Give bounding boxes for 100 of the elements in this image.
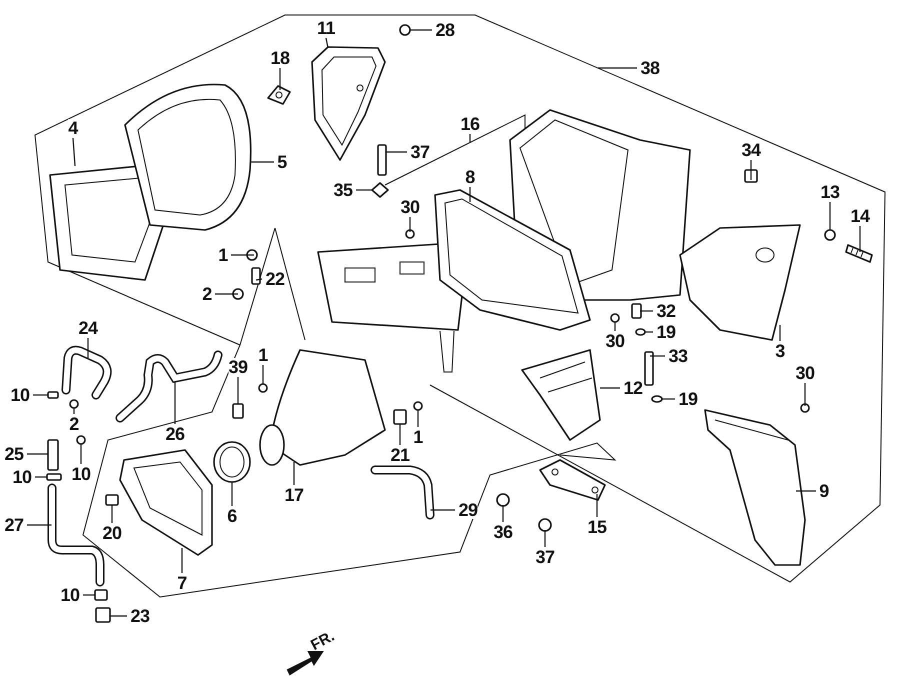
leader-line: [600, 387, 620, 389]
callout-number: 36: [493, 523, 513, 541]
callout-number: 27: [4, 516, 24, 534]
leader-line: [279, 68, 281, 90]
callout-number: 34: [741, 141, 761, 159]
callout-number: 12: [623, 379, 643, 397]
callout-number: 30: [605, 332, 625, 350]
callout-number: 30: [400, 198, 420, 216]
part-drawing: [46, 473, 62, 481]
callout-number: 1: [218, 246, 228, 264]
callout-number: 22: [265, 270, 285, 288]
part-drawing: [258, 383, 268, 393]
leader-line: [410, 29, 432, 31]
part-drawing: [95, 607, 111, 623]
callout-number: 10: [71, 465, 91, 483]
part-drawing: [47, 391, 59, 399]
part-drawing: [651, 395, 663, 403]
part-drawing: [232, 403, 244, 419]
part-drawing: [845, 244, 873, 263]
callout-number: 11: [316, 19, 336, 37]
part-drawing: [434, 189, 591, 331]
leader-line: [325, 38, 329, 48]
leader-line: [256, 278, 262, 281]
callout-number: 37: [410, 143, 430, 161]
leader-line: [237, 377, 239, 404]
leader-line: [614, 322, 616, 331]
part-drawing: [47, 439, 59, 471]
callout-number: 4: [68, 119, 78, 137]
callout-number: 10: [10, 386, 30, 404]
part-drawing: [744, 169, 758, 183]
part-drawing: [267, 85, 291, 105]
callout-number: 6: [227, 507, 237, 525]
callout-number: 18: [270, 49, 290, 67]
part-drawing: [521, 349, 601, 441]
part-drawing: [48, 484, 104, 586]
callout-number: 20: [102, 524, 122, 542]
callout-number: 13: [820, 183, 840, 201]
leader-line: [111, 505, 113, 523]
part-drawing: [704, 409, 806, 566]
callout-number: 14: [850, 207, 870, 225]
callout-number: 2: [69, 415, 79, 433]
leader-line: [399, 424, 401, 445]
part-drawing: [105, 494, 119, 506]
part-drawing: [124, 84, 252, 231]
leader-line: [33, 394, 48, 396]
leader-line: [72, 138, 76, 166]
leader-line: [859, 226, 861, 252]
part-drawing: [824, 229, 836, 241]
callout-number: 5: [277, 153, 287, 171]
leader-line: [804, 383, 806, 406]
leader-line: [598, 67, 637, 69]
part-drawing: [94, 589, 108, 601]
part-drawing: [413, 401, 423, 411]
callout-number: 19: [656, 323, 676, 341]
leader-line: [430, 509, 455, 511]
leader-line: [231, 482, 233, 506]
leader-line: [796, 490, 816, 492]
part-drawing: [370, 466, 434, 520]
callout-number: 29: [458, 501, 478, 519]
part-drawing: [62, 346, 112, 400]
callout-number: 17: [284, 486, 304, 504]
leader-line: [80, 444, 82, 464]
part-drawing: [69, 399, 79, 409]
callout-number: 39: [228, 358, 248, 376]
leader-line: [750, 160, 752, 180]
callout-number: 23: [130, 607, 150, 625]
leader-line: [181, 548, 183, 573]
leader-line: [262, 365, 264, 384]
callout-number: 37: [535, 548, 555, 566]
part-drawing: [232, 288, 244, 300]
part-drawing: [116, 350, 222, 422]
part-drawing: [538, 518, 552, 532]
part-drawing: [539, 459, 606, 501]
callout-number: 16: [460, 115, 480, 133]
part-drawing: [635, 328, 646, 336]
part-drawing: [405, 229, 415, 239]
leader-line: [640, 310, 653, 312]
callout-number: 28: [435, 21, 455, 39]
leader-line: [27, 453, 48, 455]
callout-number: 33: [668, 347, 688, 365]
part-drawing: [251, 267, 261, 285]
leader-line: [779, 325, 781, 341]
leader-line: [544, 530, 546, 547]
callout-number: 3: [775, 342, 785, 360]
part-drawing: [800, 403, 810, 413]
part-drawing: [246, 249, 258, 261]
leader-line: [356, 189, 372, 191]
part-drawing: [393, 409, 407, 425]
callout-number: 25: [4, 445, 24, 463]
leader-line: [409, 217, 411, 232]
callout-number: 8: [465, 168, 475, 186]
leader-line: [469, 187, 471, 202]
leader-line: [502, 505, 504, 522]
callout-number: 32: [656, 302, 676, 320]
callout-number: 15: [587, 518, 607, 536]
part-drawing: [76, 435, 86, 445]
leader-line: [662, 398, 675, 400]
leader-line: [73, 408, 75, 414]
part-drawing: [631, 303, 642, 319]
part-drawing: [377, 144, 387, 176]
